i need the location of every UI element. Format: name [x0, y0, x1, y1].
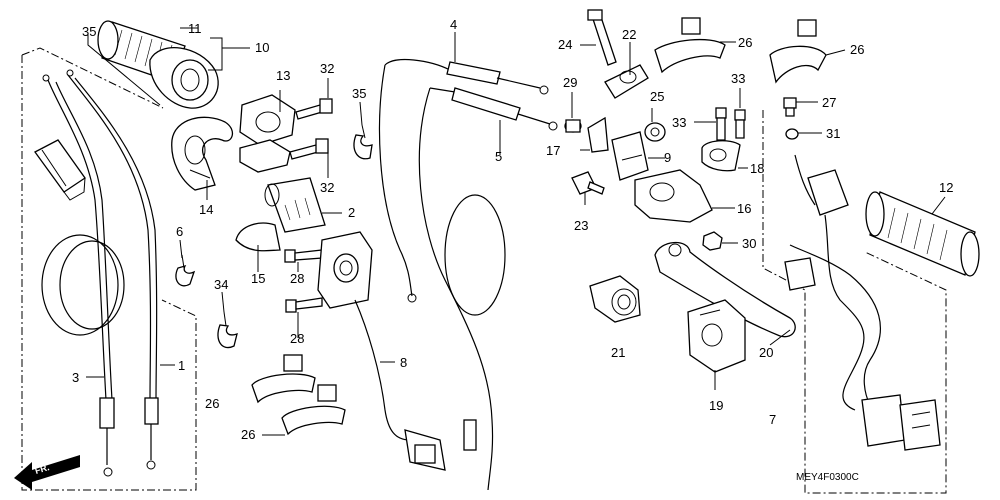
throttle-housing [171, 116, 234, 191]
engine-stop-switch [317, 231, 446, 471]
callout-33-left: 33 [672, 115, 686, 130]
callout-35-left: 35 [82, 24, 96, 39]
bolt-24 [587, 9, 617, 66]
switch-holder-upper [239, 94, 296, 173]
callout-13: 13 [276, 68, 290, 83]
bolt-lower [289, 138, 329, 160]
callout-17: 17 [546, 143, 560, 158]
callout-10: 10 [255, 40, 269, 55]
callout-3: 3 [72, 370, 79, 385]
callout-20: 20 [759, 345, 773, 360]
front-direction-arrow: FR. [14, 455, 80, 490]
callout-23: 23 [574, 218, 588, 233]
callout-16: 16 [737, 201, 751, 216]
callout-15: 15 [251, 271, 265, 286]
clutch-switch-9 [611, 131, 649, 181]
left-grip-12 [865, 191, 980, 277]
callout-24: 24 [558, 37, 572, 52]
callout-25: 25 [650, 89, 664, 104]
clamp-band-top-2 [769, 19, 827, 84]
callout-19: 19 [709, 398, 723, 413]
stay-17 [587, 116, 609, 153]
callout-labels: 35 11 10 13 32 32 35 14 2 15 28 28 8 6 3… [72, 17, 953, 442]
callout-34: 34 [214, 277, 228, 292]
callout-5: 5 [495, 149, 502, 164]
callout-28-lower: 28 [290, 331, 304, 346]
callout-30: 30 [742, 236, 756, 251]
callout-26-lower: 26 [241, 427, 255, 442]
callout-29: 29 [563, 75, 577, 90]
callout-32-lower: 32 [320, 180, 334, 195]
callout-27: 27 [822, 95, 836, 110]
screw-23 [571, 171, 605, 195]
clamp-band-top-1 [654, 17, 726, 74]
switch-cover [235, 222, 281, 252]
cable-band [175, 254, 196, 287]
collar-25 [644, 122, 666, 142]
screw-lower [285, 297, 323, 313]
bolt-33-right [734, 109, 746, 139]
screw-27 [783, 97, 797, 117]
decompressor-cable [418, 87, 558, 491]
callout-21: 21 [611, 345, 625, 360]
callout-26-left: 26 [205, 396, 219, 411]
callout-1: 1 [178, 358, 185, 373]
screw-upper [284, 249, 323, 263]
washer-31 [785, 128, 799, 140]
leader-lines [86, 27, 946, 436]
decompressor-lever-21 [589, 275, 641, 323]
lever-holder-16 [634, 169, 713, 223]
callout-28-upper: 28 [290, 271, 304, 286]
throttle-grip [97, 20, 219, 109]
lever-bracket-22 [604, 64, 649, 99]
bolt-upper [295, 98, 333, 120]
bolt-33-left [715, 107, 727, 141]
throttle-cable-assembly [41, 69, 159, 477]
callout-14: 14 [199, 202, 213, 217]
callout-31: 31 [826, 126, 840, 141]
callout-11: 11 [188, 21, 202, 36]
callout-32-upper: 32 [320, 61, 334, 76]
callout-33-right: 33 [731, 71, 745, 86]
hot-start-lever-19 [687, 299, 746, 373]
callout-12: 12 [939, 180, 953, 195]
clamp-band-lower-1 [251, 354, 316, 404]
callout-35-middle: 35 [352, 86, 366, 101]
callout-2: 2 [348, 205, 355, 220]
cable-clip-lower [217, 311, 238, 349]
diagram-code: MEY4F0300C [796, 472, 859, 483]
callout-26-top-right: 26 [850, 42, 864, 57]
callout-18: 18 [750, 161, 764, 176]
group-frame-left [21, 47, 197, 491]
nut-30 [702, 231, 723, 251]
screw-29 [564, 119, 582, 133]
group-frame-right [762, 110, 947, 494]
cable-boot [34, 139, 86, 201]
front-direction-label: FR. [34, 462, 51, 476]
callout-7: 7 [769, 412, 776, 427]
callout-4: 4 [450, 17, 457, 32]
wire-harness-7 [784, 154, 941, 451]
callout-6: 6 [176, 224, 183, 239]
holder-18 [701, 140, 741, 172]
clamp-band-lower-2 [281, 384, 346, 436]
clutch-cable [378, 59, 549, 303]
cable-clip-upper [353, 124, 373, 160]
callout-8: 8 [400, 355, 407, 370]
grip-rubber [264, 177, 326, 233]
callout-26-top-center: 26 [738, 35, 752, 50]
callout-22: 22 [622, 27, 636, 42]
callout-9: 9 [664, 150, 671, 165]
